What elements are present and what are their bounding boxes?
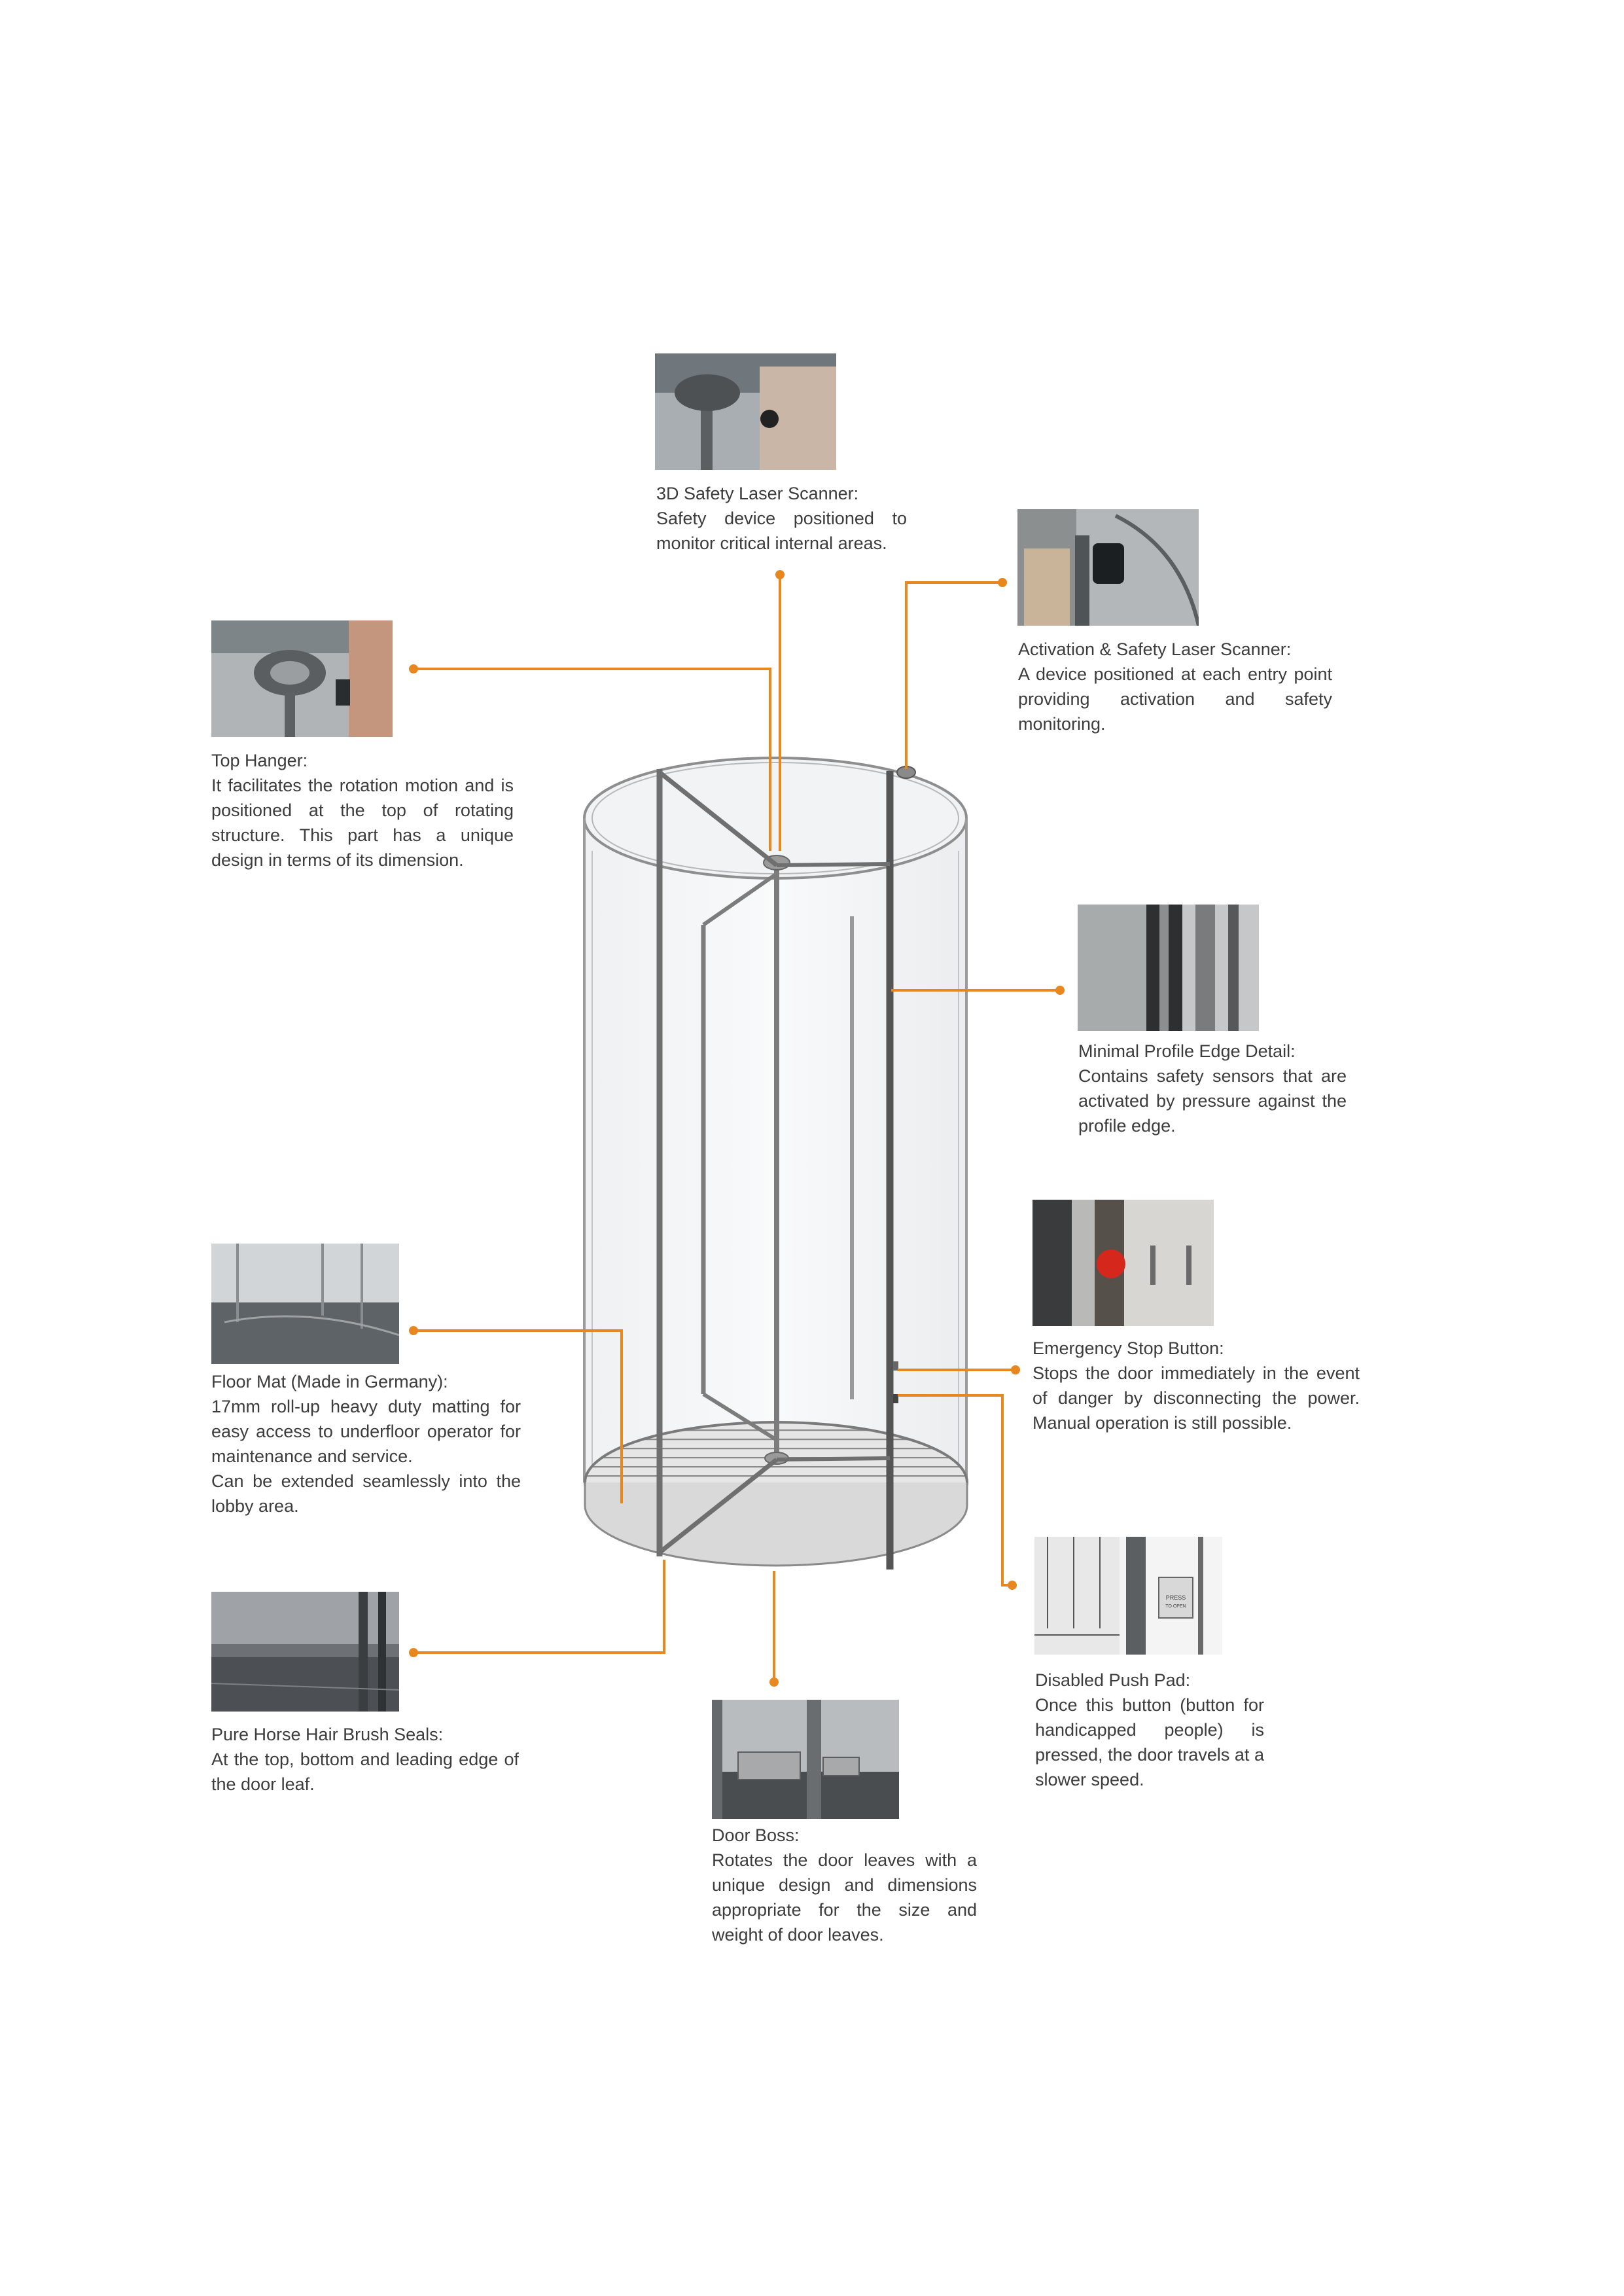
callout-title: Top Hanger:	[211, 751, 308, 770]
callout-description: 17mm roll-up heavy duty matting for easy…	[211, 1397, 521, 1516]
callout-top-hanger: Top Hanger: It facilitates the rotation …	[211, 748, 514, 872]
callout-title: Door Boss:	[712, 1825, 800, 1845]
callout-title: Floor Mat (Made in Germany):	[211, 1372, 448, 1391]
callout-title: Pure Horse Hair Brush Seals:	[211, 1725, 444, 1744]
laser-scanner-3d-photo	[655, 353, 836, 470]
leader-lines	[414, 575, 1060, 1682]
top-hanger-photo	[211, 620, 393, 737]
callout-title: Disabled Push Pad:	[1035, 1670, 1191, 1690]
revolving-door	[583, 757, 968, 1570]
callout-minimal-profile-edge: Minimal Profile Edge Detail: Contains sa…	[1078, 1039, 1347, 1138]
callout-description: A device positioned at each entry point …	[1018, 664, 1332, 734]
callout-description: Rotates the door leaves with a unique de…	[712, 1850, 977, 1945]
push-pad-sign-line2: TO OPEN	[1165, 1604, 1186, 1609]
push-pad-sign-line1: PRESS	[1166, 1594, 1186, 1601]
callout-title: 3D Safety Laser Scanner:	[656, 484, 859, 503]
callout-title: Emergency Stop Button:	[1033, 1338, 1224, 1358]
brush-seals-photo	[211, 1592, 399, 1712]
callout-title: Activation & Safety Laser Scanner:	[1018, 639, 1292, 659]
callout-title: Minimal Profile Edge Detail:	[1078, 1041, 1296, 1061]
floor-mat-photo	[211, 1244, 399, 1364]
callout-emergency-stop-button: Emergency Stop Button: Stops the door im…	[1033, 1336, 1360, 1435]
profile-edge-photo	[1078, 905, 1259, 1031]
callout-description: Once this button (button for handicapped…	[1035, 1695, 1264, 1789]
callout-description: Stops the door immediately in the event …	[1033, 1363, 1360, 1433]
callout-brush-seals: Pure Horse Hair Brush Seals: At the top,…	[211, 1722, 519, 1797]
push-pad-photo: PRESS TO OPEN	[1034, 1537, 1222, 1655]
activation-scanner-photo	[1017, 509, 1199, 626]
callout-disabled-push-pad: Disabled Push Pad: Once this button (but…	[1035, 1668, 1264, 1792]
callout-3d-safety-laser-scanner: 3D Safety Laser Scanner: Safety device p…	[656, 481, 907, 556]
callout-description: Contains safety sensors that are activat…	[1078, 1066, 1347, 1136]
callout-door-boss: Door Boss: Rotates the door leaves with …	[712, 1823, 977, 1947]
emergency-stop-photo	[1033, 1200, 1214, 1326]
callout-description: It facilitates the rotation motion and i…	[211, 776, 514, 870]
door-boss-photo	[712, 1700, 899, 1819]
callout-floor-mat: Floor Mat (Made in Germany): 17mm roll-u…	[211, 1369, 521, 1518]
callout-activation-safety-laser-scanner: Activation & Safety Laser Scanner: A dev…	[1018, 637, 1332, 736]
callout-description: At the top, bottom and leading edge of t…	[211, 1749, 519, 1794]
callout-description: Safety device positioned to monitor crit…	[656, 509, 907, 553]
leader-dots	[409, 570, 1065, 1687]
